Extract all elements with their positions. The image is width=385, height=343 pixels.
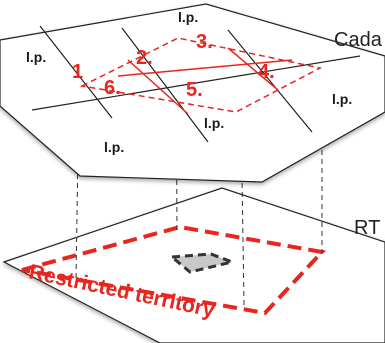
zone-number-2: 2. <box>136 47 153 69</box>
parcel-line-d <box>31 55 361 111</box>
zone-number-6: 6. <box>104 77 121 99</box>
parcel-line-a <box>39 25 113 119</box>
zone-divider-3 <box>117 59 293 77</box>
parcel-label-right: l.p. <box>332 91 352 107</box>
parcel-label-left: l.p. <box>26 49 46 65</box>
parcel-lines <box>31 25 361 143</box>
parcel-label-bottom: l.p. <box>104 139 124 155</box>
zone-number-4: 4. <box>258 61 275 83</box>
zone-divider-1 <box>127 59 189 115</box>
zone-boundary <box>79 37 323 113</box>
parcel-line-b <box>121 27 209 143</box>
zone-number-5: 5. <box>186 79 203 101</box>
cadastre-layer-label: Cada <box>334 29 383 51</box>
parcel-line-c <box>227 29 313 133</box>
zone-number-3: 3. <box>196 31 213 53</box>
parcel-label-center: l.p. <box>204 115 224 131</box>
zone-divider-2 <box>227 47 279 91</box>
core-object <box>168 252 238 274</box>
zone-dividers <box>117 47 293 115</box>
zone-number-1: 1 <box>72 61 83 83</box>
parcel-label-top: l.p. <box>178 9 198 25</box>
cadastre-layer-plane <box>0 3 385 183</box>
rt-layer-label: RT <box>354 217 380 239</box>
